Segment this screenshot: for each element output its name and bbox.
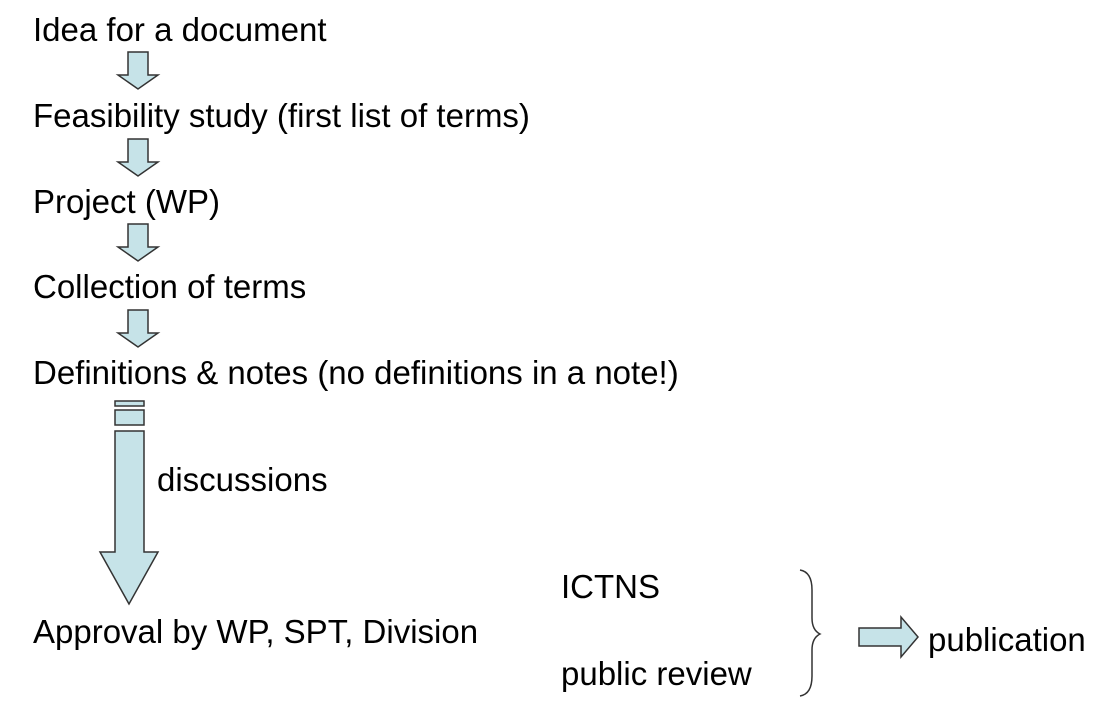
discussions-label: discussions [157,461,328,498]
long-down-arrow [98,430,160,606]
public-review-label: public review [561,655,752,692]
step-definitions: Definitions & notes (no definitions in a… [33,354,679,391]
long-arrow-dash-2 [114,409,145,426]
ictns-label: ICTNS [561,568,660,605]
right-arrow [858,614,919,660]
publication-label: publication [928,621,1086,658]
step-idea: Idea for a document [33,11,327,48]
down-arrow-2 [115,138,161,177]
step-collection: Collection of terms [33,268,307,305]
step-feasibility: Feasibility study (first list of terms) [33,97,530,134]
approval-label: Approval by WP, SPT, Division [33,613,479,650]
curly-brace [799,569,822,697]
long-arrow-dash-1 [114,400,145,407]
down-arrow-3 [115,223,161,262]
down-arrow-1 [115,51,161,90]
step-project: Project (WP) [33,183,221,220]
down-arrow-4 [115,309,161,348]
